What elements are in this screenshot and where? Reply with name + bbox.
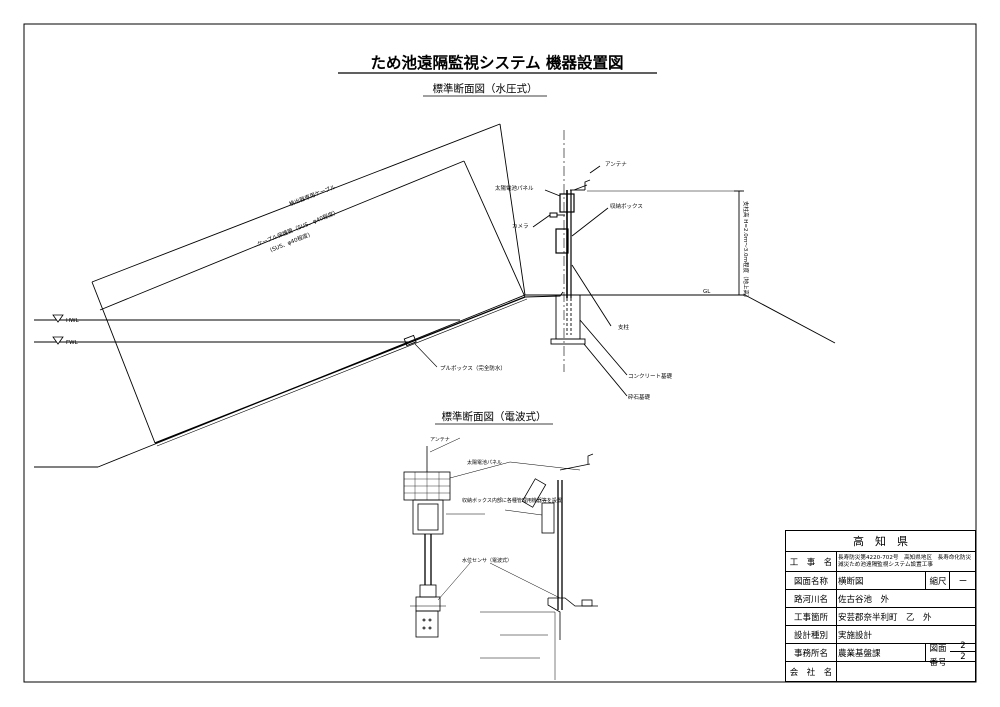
section2-diagram [403,437,598,680]
label2-storage-note: 収納ボックス内部に各種管理用機器等を設置 [462,497,562,504]
label2-antenna: アンテナ [430,437,450,443]
label-height-note: 支柱高 H=2.0ｍ～3.0ｍ程度（地上高） [742,201,750,301]
label-solar-panel: 太陽電池パネル [495,184,534,192]
location-label: 工事箇所 [786,608,837,625]
label-gl: GL [703,289,711,295]
design-value: 実施設計 [838,630,873,641]
label-antenna: アンテナ [605,161,627,168]
title-block: 高 知 県 工 事 名 長寿防災第4220-702号 高知県地区 長寿命化防災減… [785,530,976,682]
project-value: 長寿防災第4220-702号 高知県地区 長寿命化防災減災ため池遠隔監視システム… [838,554,972,568]
office-label: 事務所名 [786,644,837,661]
project-label: 工 事 名 [786,552,837,571]
title-block-row-location: 工事箇所 安芸郡奈半利町 乙 外 [786,607,975,625]
label-gravel: 砕石基礎 [628,393,651,401]
title-block-row-design: 設計種別 実施設計 [786,625,975,643]
title-block-row-drawing: 図面名称 横断図 縮尺 ー [786,571,975,589]
river-label: 路河川名 [786,590,837,607]
drawing-frame [23,23,977,683]
label-pull-box: プルボックス（完全防水） [440,364,506,372]
scale-value: ー [949,572,976,589]
section1-diagram [34,123,836,468]
drawing-name-value: 横断図 [838,576,864,587]
title-block-row-office: 事務所名 農業基盤課 [786,643,975,661]
number-label: 番号 [929,658,947,668]
section2-heading: 標準断面図（電波式） [442,410,547,423]
office-value: 農業基盤課 [838,648,881,659]
label-concrete: コンクリート基礎 [628,372,673,380]
title-block-row-project: 工 事 名 長寿防災第4220-702号 高知県地区 長寿命化防災減災ため池遠隔… [786,551,975,571]
drawing-title: ため池遠隔監視システム 機器設置図 [371,53,624,72]
number-value: 2 [960,652,966,662]
section1-heading: 標準断面図（水圧式） [433,82,538,95]
label-pillar: 支柱 [618,323,630,331]
label-storage-box: 収納ボックス [610,202,643,210]
company-label: 会 社 名 [786,662,837,681]
title-block-row-river: 路河川名 佐古谷池 外 [786,589,975,607]
label-fwl: FWL [66,340,79,346]
company-value [838,662,973,681]
drawing-no-label: 図面 [929,644,947,654]
scale-label: 縮尺 [925,572,950,589]
label-hwl: HWL [66,318,80,324]
location-value: 安芸郡奈半利町 乙 外 [838,612,932,623]
design-label: 設計種別 [786,626,837,643]
drawing-no-value: 2 [950,641,976,652]
label-camera: カメラ [512,223,529,230]
title-block-row-company: 会 社 名 [786,661,975,681]
drawing-name-label: 図面名称 [786,572,837,589]
label2-water-sensor: 水位センサ（電波式） [462,557,512,564]
label-cable-top: 検出器専用ケーブル [288,183,337,208]
title-block-prefecture: 高 知 県 [853,535,908,548]
river-value: 佐古谷池 外 [838,594,890,605]
label2-solar-panel: 太陽電池パネル [467,459,502,466]
drawing-number-box: 図面 2 番号 2 [925,641,976,668]
